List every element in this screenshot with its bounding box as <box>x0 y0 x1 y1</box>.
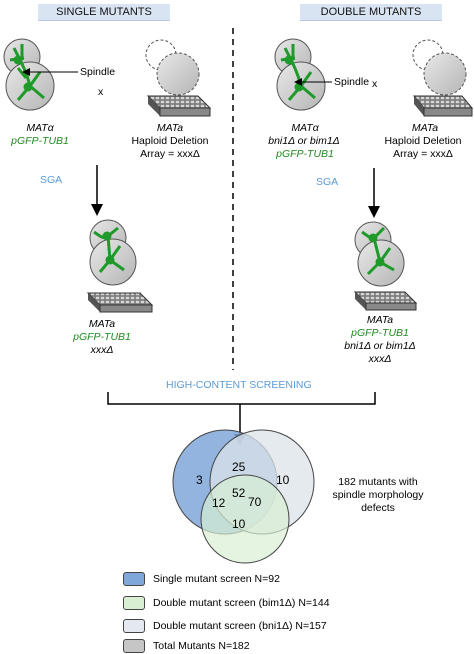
double-haploid-cell <box>412 39 467 96</box>
single-spindle-label: Spindle <box>80 66 116 78</box>
single-mat-alpha-label: MATα <box>26 122 54 134</box>
legend-item-bim: Double mutant screen (bim1Δ) N=144 <box>123 595 330 611</box>
legend-item-bni: Double mutant screen (bni1Δ) N=157 <box>123 618 327 634</box>
single-cross-mark: x <box>98 86 104 98</box>
venn-region-single-bni: 12 <box>212 496 226 510</box>
legend-swatch-bni <box>123 619 145 633</box>
double-result-cell <box>354 221 405 287</box>
venn-region-single-only: 3 <box>196 473 203 487</box>
single-mat-alpha-cell <box>3 38 55 111</box>
double-genotype-label: bni1Δ or bim1Δ <box>268 135 340 147</box>
single-plasmid-label: pGFP-TUB1 <box>11 135 69 147</box>
legend-label-single: Single mutant screen N=92 <box>153 573 280 585</box>
double-result-plate <box>353 291 418 311</box>
single-mat-a-label: MATa <box>156 122 184 134</box>
double-mat-alpha-cell <box>274 38 326 111</box>
venn-region-bni-only: 10 <box>232 517 246 531</box>
venn-region-center: 52 <box>232 486 246 500</box>
double-result-genotype-label: bni1Δ or bim1Δ <box>344 340 416 352</box>
double-mutants-header: DOUBLE MUTANTS <box>300 4 442 21</box>
double-mat-alpha-label: MATα <box>291 122 319 134</box>
summary-line1: 182 mutants with <box>338 476 418 488</box>
single-result-plasmid-label: pGFP-TUB1 <box>73 331 131 343</box>
venn-region-bim-bni: 70 <box>248 495 262 509</box>
single-result-mat-label: MATa <box>88 318 116 330</box>
single-mutants-header: SINGLE MUTANTS <box>38 4 170 21</box>
double-deletion-line1: Haploid Deletion <box>384 135 462 147</box>
legend-label-bni: Double mutant screen (bni1Δ) N=157 <box>153 620 327 632</box>
single-result-deletion-label: xxxΔ <box>90 344 114 356</box>
double-deletion-array-plate <box>412 95 474 117</box>
double-result-plasmid-label: pGFP-TUB1 <box>351 327 409 339</box>
legend-item-total: Total Mutants N=182 <box>123 638 250 654</box>
single-result-plate <box>86 292 154 313</box>
legend-item-single: Single mutant screen N=92 <box>123 571 280 587</box>
double-deletion-line2: Array = xxxΔ <box>393 148 453 160</box>
venn-region-bim-only: 10 <box>276 473 290 487</box>
double-sga-label: SGA <box>316 176 339 188</box>
summary-line3: defects <box>361 502 395 514</box>
legend-swatch-total <box>123 639 145 653</box>
double-cross-mark: x <box>372 78 378 90</box>
legend-swatch-single <box>123 572 145 586</box>
double-plasmid-label: pGFP-TUB1 <box>276 148 334 160</box>
single-sga-label: SGA <box>40 174 63 186</box>
hcs-label: HIGH-CONTENT SCREENING <box>166 379 312 391</box>
legend-label-bim: Double mutant screen (bim1Δ) N=144 <box>153 597 330 609</box>
single-deletion-line1: Haploid Deletion <box>131 135 209 147</box>
venn-region-single-bim: 25 <box>232 460 246 474</box>
double-result-mat-label: MATa <box>366 314 394 326</box>
double-result-deletion-label: xxxΔ <box>368 353 392 365</box>
double-mat-a-label: MATa <box>411 122 439 134</box>
legend-swatch-bim <box>123 596 145 610</box>
venn-diagram <box>172 429 315 564</box>
single-haploid-cell <box>145 39 200 96</box>
double-spindle-label: Spindle <box>334 76 370 88</box>
hcs-bracket <box>107 392 376 405</box>
single-deletion-line2: Array = xxxΔ <box>140 148 200 160</box>
summary-line2: spindle morphology <box>332 489 424 501</box>
single-result-cell <box>89 219 137 286</box>
single-deletion-array-plate <box>146 95 212 117</box>
legend-label-total: Total Mutants N=182 <box>153 640 250 652</box>
venn-circle-bni <box>200 474 290 564</box>
